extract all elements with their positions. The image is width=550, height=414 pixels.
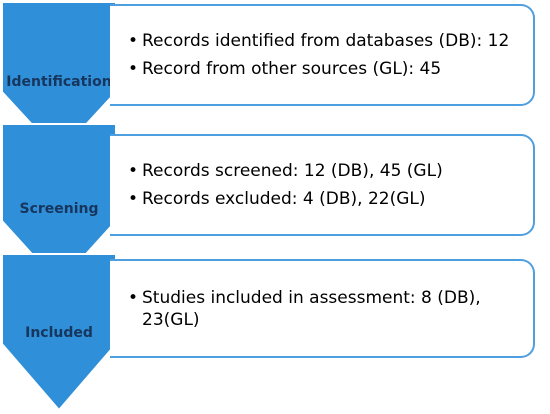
stage-box-included: • Studies included in assessment: 8 (DB)…	[110, 259, 535, 358]
bullet-item: • Studies included in assessment: 8 (DB)…	[128, 287, 523, 331]
bullet-dot: •	[128, 189, 139, 209]
bullet-text: Records excluded: 4 (DB), 22(GL)	[142, 189, 426, 209]
stage-box-identification: • Records identified from databases (DB)…	[110, 4, 535, 106]
stage-label-included: Included	[25, 325, 93, 341]
bullet-text: Records screened: 12 (DB), 45 (GL)	[142, 161, 443, 181]
bullet-text: Studies included in assessment: 8 (DB), …	[142, 287, 481, 330]
included-chevron	[1, 253, 117, 412]
bullet-list: • Records screened: 12 (DB), 45 (GL) • R…	[128, 160, 523, 210]
bullet-dot: •	[128, 31, 139, 51]
stage-label-identification: Identification	[6, 74, 112, 90]
bullet-dot: •	[128, 287, 139, 308]
bullet-dot: •	[128, 161, 139, 181]
bullet-item: • Records excluded: 4 (DB), 22(GL)	[128, 188, 523, 210]
bullet-item: • Records identified from databases (DB)…	[128, 30, 523, 52]
bullet-text: Record from other sources (GL): 45	[142, 59, 442, 79]
bullet-text: Records identified from databases (DB): …	[142, 31, 510, 51]
stage-label-screening: Screening	[19, 201, 99, 217]
bullet-item: • Record from other sources (GL): 45	[128, 58, 523, 80]
stage-box-screening: • Records screened: 12 (DB), 45 (GL) • R…	[110, 134, 535, 236]
bullet-list: • Studies included in assessment: 8 (DB)…	[128, 287, 523, 331]
screening-chevron	[1, 123, 117, 286]
bullet-dot: •	[128, 59, 139, 79]
bullet-list: • Records identified from databases (DB)…	[128, 30, 523, 80]
bullet-item: • Records screened: 12 (DB), 45 (GL)	[128, 160, 523, 182]
